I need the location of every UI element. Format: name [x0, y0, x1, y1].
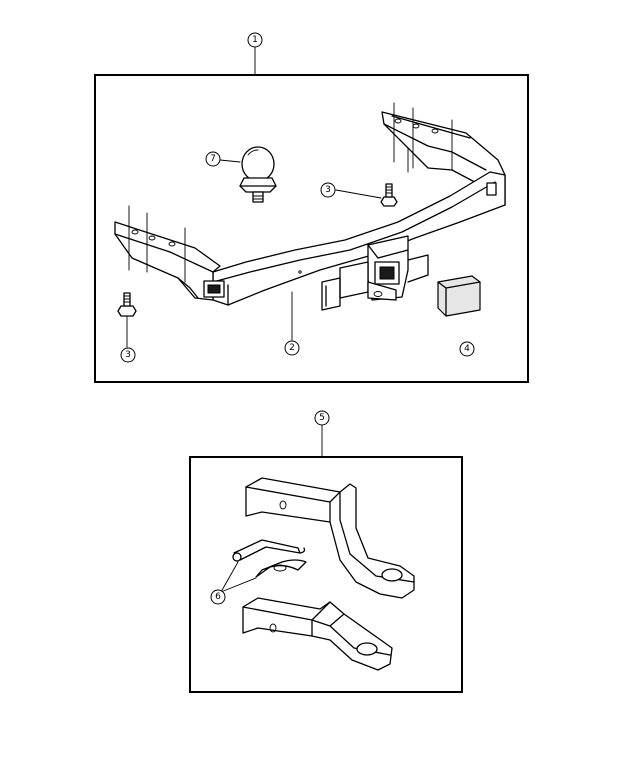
- straight-ball-mount: [242, 597, 393, 671]
- hitch-pin-and-clip: [232, 539, 307, 578]
- callout-6: 6: [210, 589, 226, 605]
- callout-4: 4: [459, 341, 475, 357]
- receiver-plug: [437, 275, 481, 317]
- callout-7: 7: [205, 151, 221, 167]
- callout-4-label: 4: [464, 344, 470, 354]
- callout-1-label: 1: [252, 35, 258, 45]
- callout-7-label: 7: [210, 154, 216, 164]
- callout-3-right: 3: [320, 182, 336, 198]
- hitch-ball: [239, 146, 277, 203]
- callout-3-left-label: 3: [125, 350, 131, 360]
- ball-mount-frame: [189, 456, 463, 693]
- callout-3-right-label: 3: [325, 185, 331, 195]
- bolt-right: [380, 183, 398, 207]
- callout-6-label: 6: [215, 592, 221, 602]
- callout-2: 2: [284, 340, 300, 356]
- hitch-receiver-assembly: [114, 102, 506, 311]
- bolt-left: [117, 292, 137, 317]
- callout-1: 1: [247, 32, 263, 48]
- callout-5-label: 5: [319, 413, 325, 423]
- callout-2-label: 2: [289, 343, 295, 353]
- callout-5: 5: [314, 410, 330, 426]
- callout-3-left: 3: [120, 347, 136, 363]
- hitch-assembly-frame: [94, 74, 529, 383]
- drop-ball-mount: [245, 477, 415, 599]
